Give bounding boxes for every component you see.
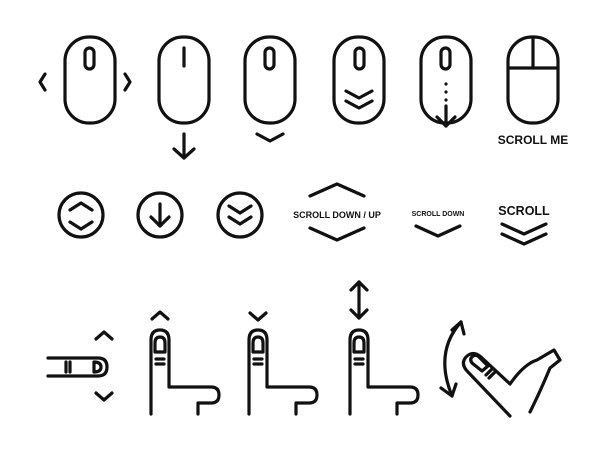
scroll-badge: SCROLL <box>498 204 550 246</box>
circle-double-chevron-icon <box>216 191 264 239</box>
scroll-label: SCROLL <box>498 204 550 218</box>
mouse-double-chevron-icon <box>332 35 386 125</box>
mouse-dotted-arrow-icon <box>419 35 473 128</box>
scroll-down-up-badge: SCROLL DOWN / UP <box>293 182 381 242</box>
hand-swipe-up-icon <box>149 310 221 416</box>
circle-down-arrow-icon <box>136 191 184 239</box>
hand-rotate-scroll-icon <box>439 320 562 418</box>
mouse-left-right-icon <box>38 35 132 125</box>
hand-swipe-down-icon <box>247 311 319 416</box>
mouse-scroll-chevron-icon <box>243 35 297 143</box>
scroll-down-up-label: SCROLL DOWN / UP <box>293 210 381 220</box>
scroll-me-label: SCROLL ME <box>498 133 568 147</box>
hand-scroll-up-down-icon <box>348 280 420 416</box>
mouse-scroll-me-icon: SCROLL ME <box>498 35 568 147</box>
circle-up-down-icon <box>57 191 105 239</box>
scroll-down-badge: SCROLL DOWN <box>412 211 465 238</box>
mouse-scroll-down-arrow-icon <box>157 35 211 160</box>
hand-swipe-horizontal-icon <box>46 330 114 402</box>
scroll-down-label: SCROLL DOWN <box>412 211 465 218</box>
